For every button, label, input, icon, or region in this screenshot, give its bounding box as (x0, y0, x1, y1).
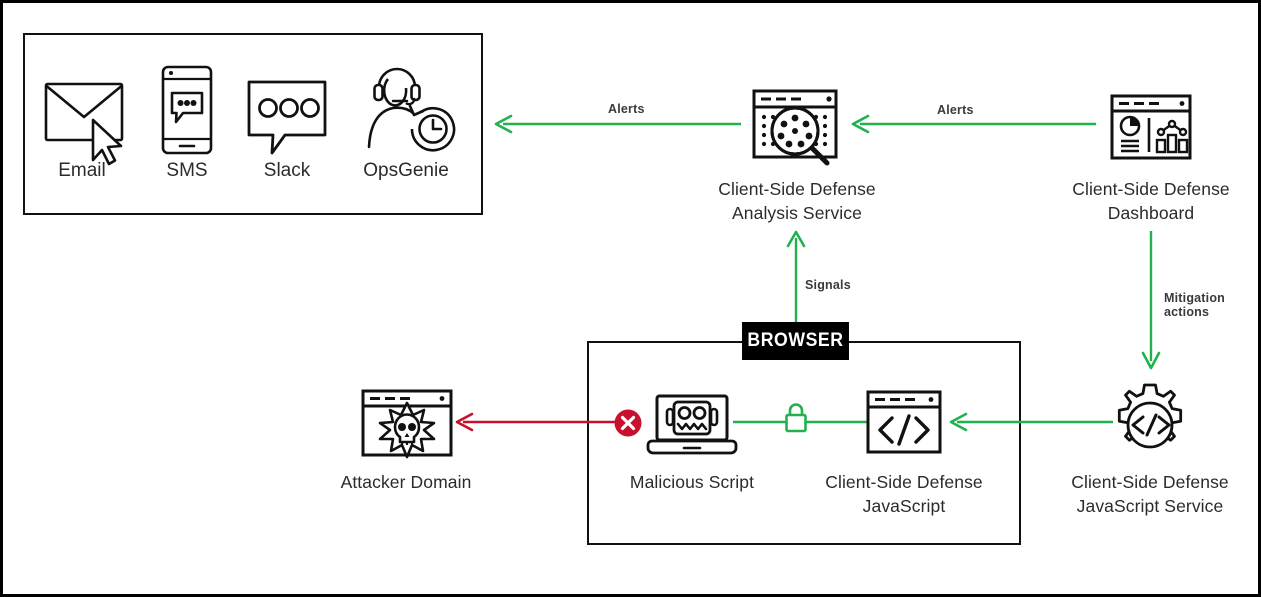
edge-alerts-dashboard-to-analysis (848, 112, 1096, 136)
caption-malicious-script: Malicious Script (629, 472, 755, 492)
notification-channels-box (23, 33, 483, 215)
notification-label-slack: Slack (263, 160, 311, 181)
padlock-icon (782, 401, 810, 435)
notification-label-email: Email (58, 160, 106, 181)
gear-code-icon (1108, 383, 1192, 467)
browser-code-icon (866, 390, 942, 454)
phone-message-icon (161, 65, 213, 155)
edge-label-alerts-left: Alerts (608, 102, 645, 116)
notification-label-sms: SMS (166, 160, 208, 181)
edge-alerts-analysis-to-notifications (491, 112, 741, 136)
speech-bubble-dots-icon (246, 79, 328, 155)
browser-chip-label: BROWSER (742, 322, 849, 360)
edge-label-alerts-right: Alerts (937, 103, 974, 117)
envelope-cursor-icon (43, 76, 129, 166)
caption-dashboard: Client-Side Defense Dashboard (1072, 179, 1230, 223)
notification-label-opsgenie: OpsGenie (363, 160, 449, 181)
caption-analysis-service: Client-Side Defense Analysis Service (718, 179, 876, 223)
blocked-circle-x-icon (613, 408, 643, 438)
laptop-bot-icon (646, 394, 738, 456)
edge-mitigation-dashboard-to-service (1139, 231, 1163, 373)
caption-defense-javascript: Client-Side Defense JavaScript (825, 472, 983, 516)
edge-service-to-defense-javascript (947, 411, 1113, 435)
edge-label-mitigation-actions: Mitigation actions (1164, 291, 1226, 319)
browser-magnifier-icon (751, 88, 843, 168)
browser-charts-icon (1110, 94, 1192, 160)
edge-malicious-script-to-attacker (453, 411, 633, 435)
caption-attacker-domain: Attacker Domain (340, 472, 472, 492)
edge-label-signals: Signals (805, 278, 851, 292)
headset-agent-clock-icon (366, 61, 456, 155)
browser-skull-icon (361, 389, 453, 459)
caption-javascript-service: Client-Side Defense JavaScript Service (1071, 472, 1229, 516)
